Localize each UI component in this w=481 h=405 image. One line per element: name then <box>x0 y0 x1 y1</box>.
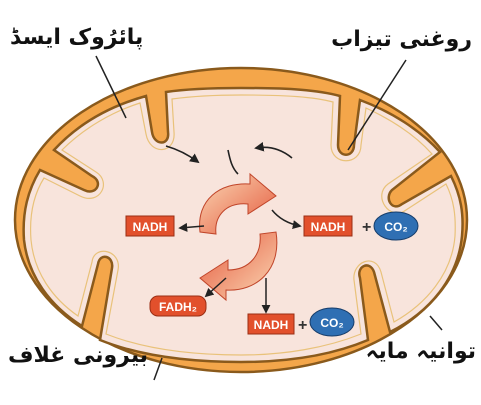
nadh-label: NADH <box>311 220 346 234</box>
fadh2-label: FADH₂ <box>159 300 197 314</box>
nadh-chip-right: NADH <box>304 216 352 236</box>
nadh-label: NADH <box>254 318 289 332</box>
outer-membrane-label: بیرونی غلاف <box>8 343 148 368</box>
pyruvic-acid-label: پائرُوک ایسڈ <box>10 25 143 50</box>
nadh-label: NADH <box>133 220 168 234</box>
co2-label: CO₂ <box>384 220 407 234</box>
nadh-chip-bottom: NADH <box>248 314 294 334</box>
plus-sign: + <box>298 317 307 334</box>
nadh-chip-left: NADH <box>126 216 174 236</box>
fadh2-chip: FADH₂ <box>150 296 206 316</box>
fatty-acid-label: روغنی تیزاب <box>331 27 472 52</box>
matrix-label: توانیہ مایہ <box>366 339 476 364</box>
co2-blob-bottom: CO₂ <box>310 308 354 336</box>
co2-blob-right: CO₂ <box>374 212 418 240</box>
co2-label: CO₂ <box>320 316 343 330</box>
plus-sign: + <box>362 219 371 236</box>
matrix-leader <box>430 316 442 330</box>
